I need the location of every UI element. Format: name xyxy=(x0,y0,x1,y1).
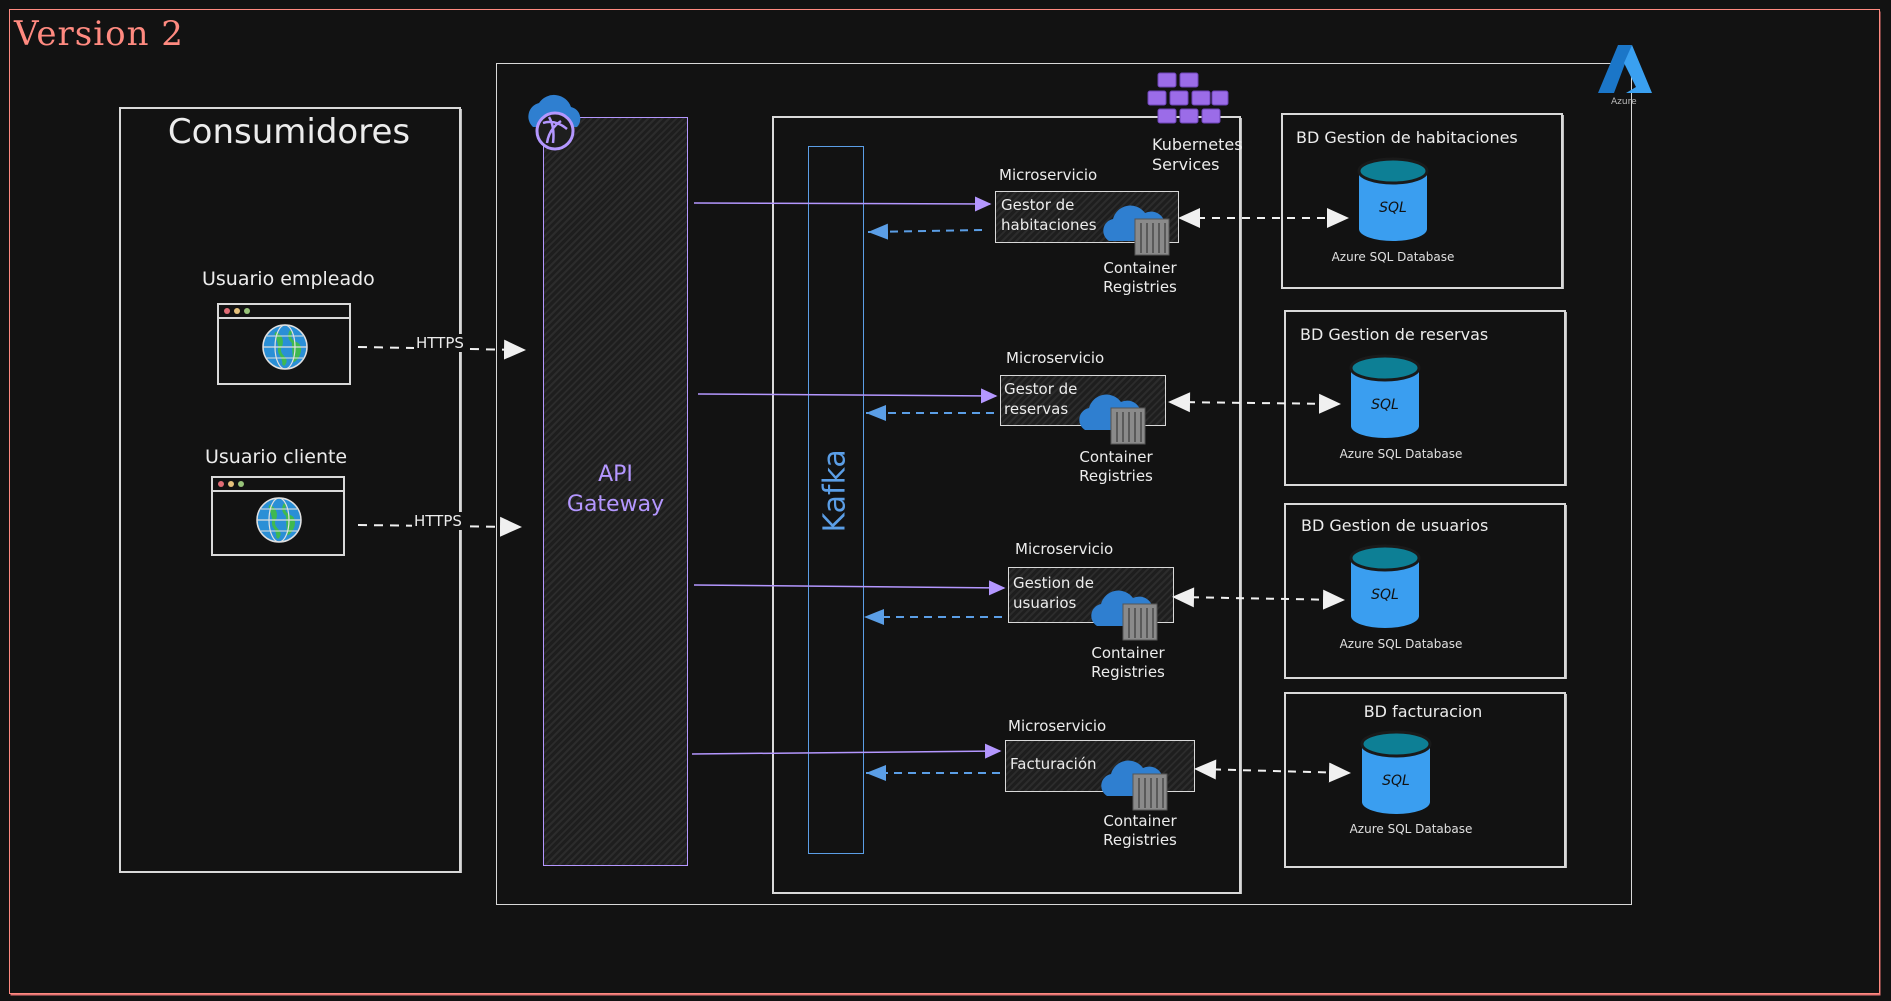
microservice-name-1: Gestor de xyxy=(1001,196,1075,214)
microservice-caption: Microservicio xyxy=(1006,349,1105,367)
sql-database-icon xyxy=(1349,354,1421,438)
api-gateway[interactable] xyxy=(543,117,688,866)
kubernetes-cluster xyxy=(772,116,1241,894)
db-box-habitaciones xyxy=(1281,113,1563,289)
sql-database-icon xyxy=(1360,730,1432,814)
container-registry-icon xyxy=(1103,205,1170,256)
user-client-browser[interactable] xyxy=(211,476,345,556)
kubernetes-label-2: Services xyxy=(1152,155,1220,174)
registry-label-1: Container xyxy=(1103,812,1177,830)
gateway-to-ms2 xyxy=(697,388,998,404)
container-registry-icon xyxy=(1079,394,1146,445)
db-label: Azure SQL Database xyxy=(1349,822,1473,836)
api-gateway-cloud-icon xyxy=(528,94,581,151)
registry-label-1: Container xyxy=(1079,448,1153,466)
ms4-db4-connector xyxy=(1194,759,1351,783)
sql-database-icon xyxy=(1349,544,1421,628)
gateway-to-ms3 xyxy=(693,580,1006,596)
microservice-caption: Microservicio xyxy=(1008,717,1107,735)
registry-label-1: Container xyxy=(1091,644,1165,662)
ms2-db2-connector xyxy=(1168,392,1341,414)
user-employee-label: Usuario empleado xyxy=(202,268,375,290)
registry-label-2: Registries xyxy=(1091,663,1165,681)
api-gateway-label-2: Gateway xyxy=(566,492,665,517)
db-label: Azure SQL Database xyxy=(1331,250,1455,264)
db-engine: SQL xyxy=(1382,773,1410,789)
globe-icon xyxy=(262,324,308,370)
kubernetes-cubes-icon xyxy=(1147,72,1229,124)
globe-icon xyxy=(256,497,302,543)
registry-label-1: Container xyxy=(1103,259,1177,277)
microservice-caption: Microservicio xyxy=(1015,540,1114,558)
db-title: BD Gestion de usuarios xyxy=(1301,516,1489,535)
azure-boundary xyxy=(496,63,1632,905)
db-engine: SQL xyxy=(1371,587,1399,603)
microservice-name-1: Facturación xyxy=(1010,755,1097,773)
gateway-to-ms4 xyxy=(691,743,1002,759)
registry-label-2: Registries xyxy=(1103,831,1177,849)
db-label: Azure SQL Database xyxy=(1339,447,1463,461)
microservice-name-1: Gestion de xyxy=(1013,574,1094,592)
db-title: BD Gestion de reservas xyxy=(1300,325,1489,344)
container-registry-icon xyxy=(1101,760,1168,811)
ms1-to-kafka xyxy=(867,223,983,240)
azure-logo-icon xyxy=(1598,45,1652,93)
kafka-bus[interactable] xyxy=(808,146,864,854)
ms3-db3-connector xyxy=(1172,587,1345,610)
gateway-to-ms1 xyxy=(693,196,992,212)
db-engine: SQL xyxy=(1379,200,1407,216)
microservice-name-1: Gestor de xyxy=(1004,380,1078,398)
outer-frame xyxy=(9,9,1880,994)
microservice-caption: Microservicio xyxy=(999,166,1098,184)
azure-logo-label: Azure xyxy=(1611,97,1637,107)
https-label: HTTPS xyxy=(412,512,464,530)
db-title: BD Gestion de habitaciones xyxy=(1296,128,1518,147)
sql-database-icon xyxy=(1357,157,1429,241)
user-client-label: Usuario cliente xyxy=(205,446,348,468)
user-employee-browser[interactable] xyxy=(217,303,351,385)
microservice-name-2: reservas xyxy=(1004,400,1069,418)
https-label: HTTPS xyxy=(414,334,466,352)
db-engine: SQL xyxy=(1371,397,1399,413)
api-gateway-label-1: API xyxy=(598,462,633,487)
consumers-title: Consumidores xyxy=(167,112,411,152)
kubernetes-label-1: Kubernetes xyxy=(1152,135,1243,154)
consumers-box xyxy=(119,107,461,873)
container-registry-icon xyxy=(1091,590,1158,641)
diagram-title: Version 2 xyxy=(14,14,184,54)
db-title: BD facturacion xyxy=(1363,702,1483,721)
microservice-name-2: habitaciones xyxy=(1001,216,1097,234)
microservice-name-2: usuarios xyxy=(1013,594,1077,612)
db-label: Azure SQL Database xyxy=(1339,637,1463,651)
registry-label-2: Registries xyxy=(1079,467,1153,485)
registry-label-2: Registries xyxy=(1103,278,1177,296)
